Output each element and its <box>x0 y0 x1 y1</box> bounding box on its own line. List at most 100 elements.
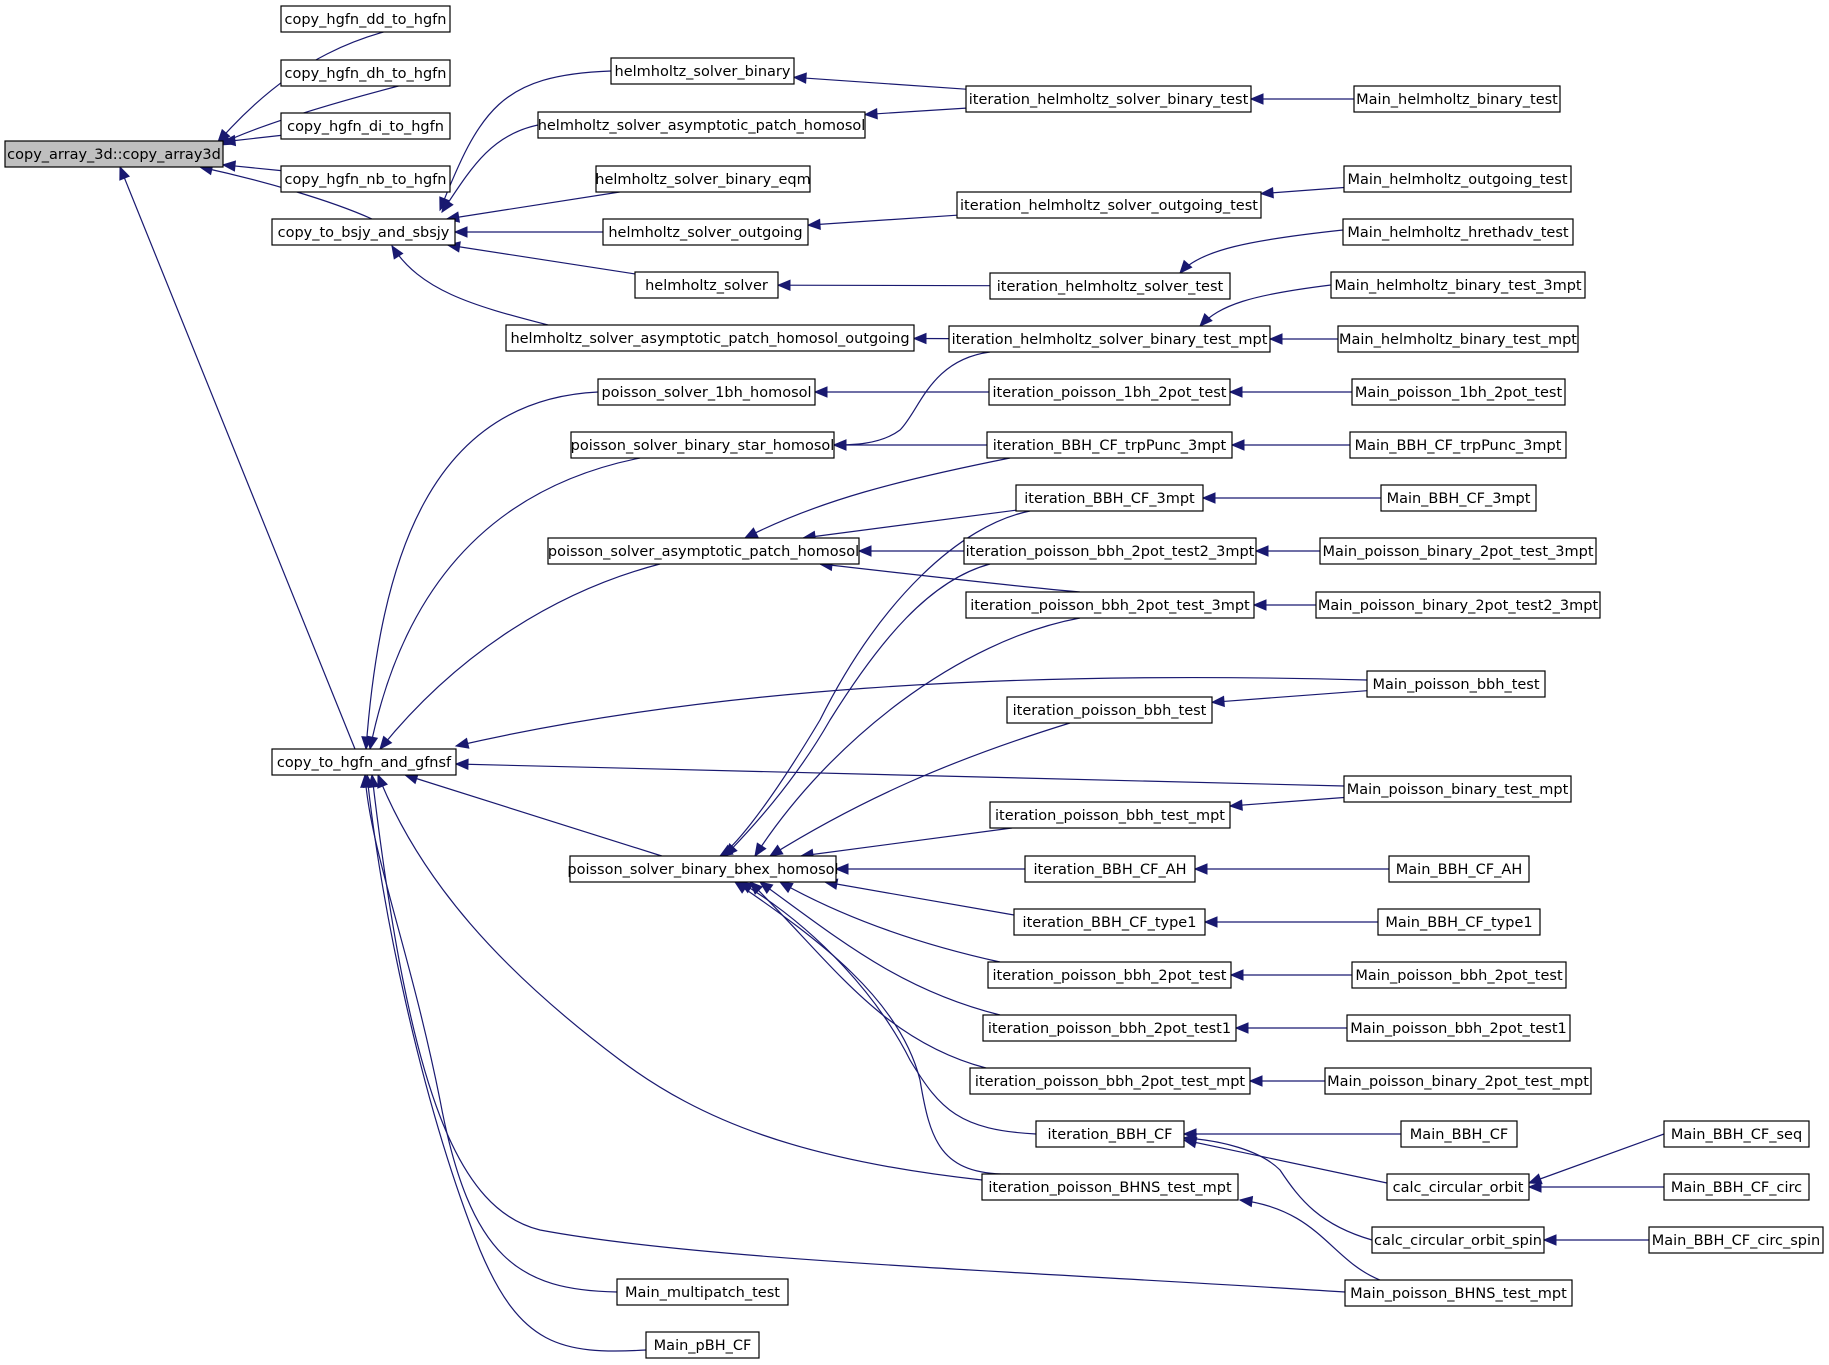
node-box[interactable] <box>989 801 1231 829</box>
node-box[interactable] <box>271 218 456 246</box>
graph-node-psaph[interactable]: poisson_solver_asymptotic_patch_homosol <box>547 537 860 565</box>
graph-node-hsb[interactable]: helmholtz_solver_binary <box>610 57 795 85</box>
graph-node-bsjy[interactable]: copy_to_bsjy_and_sbsjy <box>271 218 456 246</box>
graph-node-mpb2m[interactable]: Main_poisson_binary_2pot_test_mpt <box>1324 1067 1592 1095</box>
graph-node-mpb2[interactable]: Main_poisson_bbh_2pot_test <box>1351 961 1567 989</box>
graph-node-mpbh[interactable]: Main_pBH_CF <box>645 1331 760 1359</box>
graph-node-psbsh[interactable]: poisson_solver_binary_star_homosol <box>570 431 835 459</box>
node-box[interactable] <box>4 140 224 168</box>
graph-node-ibah[interactable]: iteration_BBH_CF_AH <box>1024 855 1196 883</box>
node-box[interactable] <box>1351 961 1567 989</box>
node-box[interactable] <box>547 537 860 565</box>
node-box[interactable] <box>610 57 795 85</box>
node-box[interactable] <box>271 748 457 776</box>
node-box[interactable] <box>570 431 835 459</box>
node-box[interactable] <box>1346 1014 1571 1042</box>
graph-node-mpb21[interactable]: Main_poisson_bbh_2pot_test1 <box>1346 1014 1571 1042</box>
graph-node-hsaph[interactable]: helmholtz_solver_asymptotic_patch_homoso… <box>537 111 866 139</box>
graph-node-nb[interactable]: copy_hgfn_nb_to_hgfn <box>280 165 451 193</box>
node-box[interactable] <box>1351 378 1566 406</box>
node-box[interactable] <box>1343 165 1572 193</box>
graph-node-ihsot[interactable]: iteration_helmholtz_solver_outgoing_test <box>956 191 1262 219</box>
graph-node-di[interactable]: copy_hgfn_di_to_hgfn <box>280 112 451 140</box>
node-box[interactable] <box>1315 591 1601 619</box>
graph-node-hso[interactable]: helmholtz_solver_outgoing <box>602 218 809 246</box>
node-box[interactable] <box>634 271 779 299</box>
graph-node-mhbtm[interactable]: Main_helmholtz_binary_test_mpt <box>1337 325 1579 353</box>
node-box[interactable] <box>1344 1279 1573 1307</box>
node-box[interactable] <box>645 1331 760 1359</box>
graph-node-mpbtm[interactable]: Main_poisson_binary_test_mpt <box>1343 775 1572 803</box>
graph-node-ccos[interactable]: calc_circular_orbit_spin <box>1371 1226 1545 1254</box>
graph-node-ibtrp[interactable]: iteration_BBH_CF_trpPunc_3mpt <box>986 431 1233 459</box>
graph-node-mpbns[interactable]: Main_poisson_BHNS_test_mpt <box>1344 1279 1573 1307</box>
node-box[interactable] <box>1006 696 1213 724</box>
node-box[interactable] <box>1015 484 1204 512</box>
node-box[interactable] <box>1319 537 1597 565</box>
node-box[interactable] <box>1663 1173 1810 1201</box>
node-box[interactable] <box>1024 855 1196 883</box>
node-box[interactable] <box>988 378 1231 406</box>
graph-node-mhht[interactable]: Main_helmholtz_hrethadv_test <box>1342 218 1574 246</box>
graph-node-mp1bh[interactable]: Main_poisson_1bh_2pot_test <box>1351 378 1566 406</box>
graph-node-mpbbt[interactable]: Main_poisson_bbh_test <box>1366 670 1546 698</box>
graph-node-mb3[interactable]: Main_BBH_CF_3mpt <box>1380 484 1537 512</box>
graph-node-mpb2t3[interactable]: Main_poisson_binary_2pot_test_3mpt <box>1319 537 1597 565</box>
node-box[interactable] <box>1366 670 1546 698</box>
graph-node-ipbt[interactable]: iteration_poisson_bbh_test <box>1006 696 1213 724</box>
node-box[interactable] <box>1337 325 1579 353</box>
node-box[interactable] <box>597 378 816 406</box>
node-box[interactable] <box>280 112 451 140</box>
graph-node-psbbh[interactable]: poisson_solver_binary_bhex_homosol <box>567 855 839 883</box>
node-box[interactable] <box>986 431 1233 459</box>
node-box[interactable] <box>1371 1226 1545 1254</box>
graph-node-ipb2m[interactable]: iteration_poisson_bbh_2pot_test_mpt <box>969 1067 1251 1095</box>
graph-node-ipt2_3[interactable]: iteration_poisson_bbh_2pot_test2_3mpt <box>963 537 1257 565</box>
graph-node-ib3[interactable]: iteration_BBH_CF_3mpt <box>1015 484 1204 512</box>
node-box[interactable] <box>948 325 1271 353</box>
graph-node-ibt1[interactable]: iteration_BBH_CF_type1 <box>1013 908 1206 936</box>
node-box[interactable] <box>989 272 1231 300</box>
graph-node-hs[interactable]: helmholtz_solver <box>634 271 779 299</box>
node-box[interactable] <box>1648 1226 1824 1254</box>
node-box[interactable] <box>956 191 1262 219</box>
node-box[interactable] <box>981 1173 1239 1201</box>
graph-node-ihsbtm[interactable]: iteration_helmholtz_solver_binary_test_m… <box>948 325 1271 353</box>
node-box[interactable] <box>1035 1120 1185 1148</box>
node-box[interactable] <box>280 165 451 193</box>
graph-node-cco[interactable]: calc_circular_orbit <box>1386 1173 1530 1201</box>
node-box[interactable] <box>1349 431 1567 459</box>
graph-node-ipb21[interactable]: iteration_poisson_bbh_2pot_test1 <box>982 1014 1237 1042</box>
node-box[interactable] <box>1386 1173 1530 1201</box>
graph-node-dh[interactable]: copy_hgfn_dh_to_hgfn <box>280 59 451 87</box>
graph-node-mhbt3[interactable]: Main_helmholtz_binary_test_3mpt <box>1330 271 1586 299</box>
node-box[interactable] <box>1330 271 1586 299</box>
node-box[interactable] <box>1380 484 1537 512</box>
graph-node-hsapho[interactable]: helmholtz_solver_asymptotic_patch_homoso… <box>505 324 915 352</box>
node-box[interactable] <box>987 961 1232 989</box>
graph-node-ibcf[interactable]: iteration_BBH_CF <box>1035 1120 1185 1148</box>
graph-node-mmt[interactable]: Main_multipatch_test <box>616 1278 789 1306</box>
node-box[interactable] <box>1342 218 1574 246</box>
node-box[interactable] <box>505 324 915 352</box>
graph-node-mbcirc[interactable]: Main_BBH_CF_circ <box>1663 1173 1810 1201</box>
graph-node-mhbt[interactable]: Main_helmholtz_binary_test <box>1353 85 1561 113</box>
node-box[interactable] <box>982 1014 1237 1042</box>
node-box[interactable] <box>602 218 809 246</box>
node-box[interactable] <box>280 59 451 87</box>
graph-node-ihst[interactable]: iteration_helmholtz_solver_test <box>989 272 1231 300</box>
node-box[interactable] <box>595 165 811 193</box>
graph-node-ip1bh[interactable]: iteration_poisson_1bh_2pot_test <box>988 378 1231 406</box>
graph-node-ps1bh[interactable]: poisson_solver_1bh_homosol <box>597 378 816 406</box>
graph-node-gfnsf[interactable]: copy_to_hgfn_and_gfnsf <box>271 748 457 776</box>
graph-node-mpb2t23[interactable]: Main_poisson_binary_2pot_test2_3mpt <box>1315 591 1601 619</box>
graph-node-ipb2[interactable]: iteration_poisson_bbh_2pot_test <box>987 961 1232 989</box>
node-box[interactable] <box>537 111 866 139</box>
node-box[interactable] <box>1400 1120 1518 1148</box>
graph-node-root[interactable]: copy_array_3d::copy_array3d <box>4 140 224 168</box>
graph-node-ipbns[interactable]: iteration_poisson_BHNS_test_mpt <box>981 1173 1239 1201</box>
node-box[interactable] <box>1013 908 1206 936</box>
node-box[interactable] <box>1324 1067 1592 1095</box>
node-box[interactable] <box>1388 855 1530 883</box>
graph-node-mbcf[interactable]: Main_BBH_CF <box>1400 1120 1518 1148</box>
